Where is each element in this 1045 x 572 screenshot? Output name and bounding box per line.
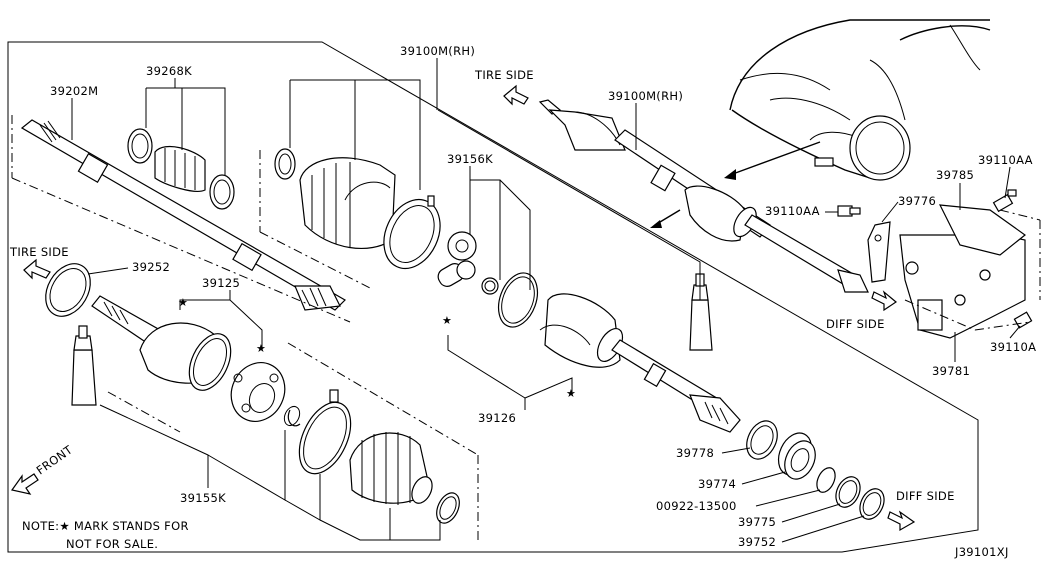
- full-axle-39100M: [538, 99, 869, 293]
- boot-kit-39156K: [274, 148, 441, 270]
- bolt-39110AA-left: [837, 205, 861, 217]
- label-39100M-rh-right: 39100M(RH): [608, 89, 683, 103]
- svg-text:★: ★: [566, 387, 576, 400]
- seal-39752: [859, 488, 885, 520]
- svg-text:★: ★: [178, 296, 188, 309]
- label-39775: 39775: [738, 515, 776, 529]
- label-39781: 39781: [932, 364, 970, 378]
- grease-bottle-right: [689, 273, 713, 351]
- label-39752: 39752: [738, 535, 776, 549]
- boot-kit-39268K: [127, 128, 235, 210]
- diff-side-arrow-icon: [871, 290, 898, 312]
- label-39252: 39252: [132, 260, 170, 274]
- diagram-frame: [7, 41, 979, 553]
- direction-tire-side-left: TIRE SIDE: [9, 245, 69, 259]
- shaft-guide-line: [11, 177, 351, 323]
- tire-side-arrow-icon-left: [23, 258, 51, 280]
- leader-car-to-axle: [729, 141, 821, 176]
- label-39125: 39125: [202, 276, 240, 290]
- seal-39775: [835, 476, 861, 508]
- outer-joint-39125: [91, 295, 232, 391]
- label-39110A: 39110A: [990, 340, 1036, 354]
- label-39202M: 39202M: [50, 84, 98, 98]
- svg-text:★: ★: [442, 314, 452, 327]
- bearing-39774: [777, 432, 816, 480]
- boot-39155K: [349, 432, 433, 505]
- note-line-1: NOTE:★ MARK STANDS FOR: [22, 519, 189, 533]
- snap-ring-00922: [816, 467, 836, 493]
- label-39776: 39776: [898, 194, 936, 208]
- clamp-small-left: [436, 492, 460, 524]
- seal-39778: [746, 420, 778, 460]
- label-39155K: 39155K: [180, 491, 226, 505]
- label-00922-13500: 00922-13500: [656, 499, 737, 513]
- outer-housing-center: [539, 293, 624, 368]
- label-39268K: 39268K: [146, 64, 192, 78]
- tire-side-arrow-icon: [503, 84, 529, 106]
- bracket-39781-assembly: [867, 204, 1026, 339]
- label-39785: 39785: [936, 168, 974, 182]
- diff-side-arrow-icon-bottom: [887, 510, 916, 532]
- bolt-39110AA-right: [992, 189, 1017, 213]
- ring-39252: [45, 263, 91, 317]
- direction-tire-side-top: TIRE SIDE: [474, 68, 534, 82]
- not-for-sale-star-icon: ★ ★ ★ ★: [178, 296, 576, 400]
- direction-diff-side-bottom: DIFF SIDE: [896, 489, 955, 503]
- tripod-joint-39126-parts: [437, 231, 539, 328]
- direction-diff-side-mid: DIFF SIDE: [826, 317, 885, 331]
- front-arrow-icon: [10, 473, 39, 495]
- grease-bottle-left: [71, 325, 97, 406]
- diagram-code: J39101XJ: [954, 545, 1009, 559]
- note-line-2: NOT FOR SALE.: [66, 537, 158, 551]
- label-39100M-rh-center: 39100M(RH): [400, 44, 475, 58]
- snap-ring-left: [283, 405, 301, 427]
- label-39156K: 39156K: [447, 152, 493, 166]
- direction-front: FRONT: [34, 442, 76, 477]
- label-39110AA-left: 39110AA: [765, 204, 820, 218]
- label-39126: 39126: [478, 411, 516, 425]
- label-39778: 39778: [676, 446, 714, 460]
- inner-shaft-39202M: [20, 119, 346, 311]
- bolt-39110A: [1013, 311, 1033, 329]
- svg-text:★: ★: [256, 342, 266, 355]
- label-39110AA-right: 39110AA: [978, 153, 1033, 167]
- inner-race: [230, 362, 286, 422]
- band-39155K: [298, 389, 352, 475]
- car-front-sketch: [729, 19, 991, 181]
- label-39774: 39774: [698, 477, 736, 491]
- half-shaft-center: [611, 339, 741, 433]
